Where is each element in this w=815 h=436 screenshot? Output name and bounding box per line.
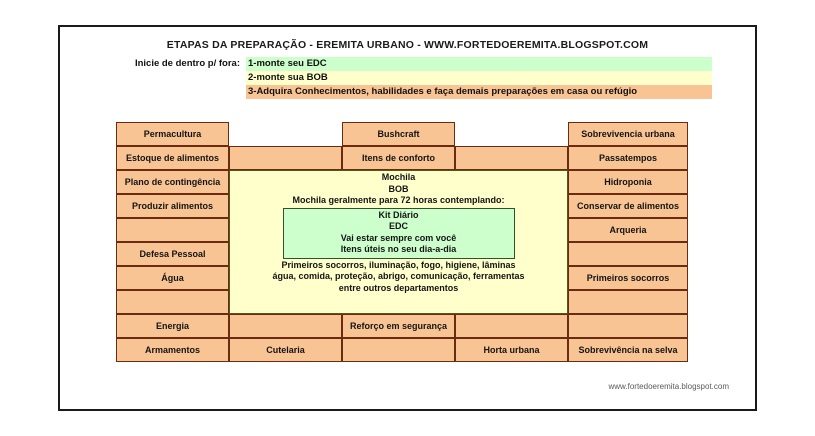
grid-cell-empty-r5c1 (116, 218, 229, 242)
diagram-frame: ETAPAS DA PREPARAÇÃO - EREMITA URBANO - … (58, 25, 757, 411)
grid-cell-sobrevivencia-urbana-r1c5[interactable]: Sobrevivencia urbana (568, 122, 688, 146)
grid-cell-estoque-de-alimentos-r2c1[interactable]: Estoque de alimentos (116, 146, 229, 170)
preparation-grid: Permacultura Bushcraft Sobrevivencia urban… (116, 122, 704, 362)
bob-intro-line-2: BOB (388, 183, 409, 194)
grid-cell-energia-r9c1[interactable]: Energia (116, 314, 229, 338)
grid-cell-empty-r1c4 (455, 122, 568, 146)
footer-url: www.fortedoeremita.blogspot.com (608, 382, 730, 391)
legend-row-3: 3-Adquira Conhecimentos, habilidades e f… (246, 85, 712, 99)
grid-cell-primeiros-socorros-r7c5[interactable]: Primeiros socorros (568, 266, 688, 290)
grid-cell-armamentos-r10c1[interactable]: Armamentos (116, 338, 229, 362)
grid-cell-empty-r9c2 (229, 314, 342, 338)
grid-cell-produzir-alimentos-r4c1[interactable]: Produzir alimentos (116, 194, 229, 218)
bob-detail-line-2: água, comida, proteção, abrigo, comunica… (272, 271, 525, 281)
bob-intro-line-1: Mochila (381, 172, 416, 182)
grid-cell-reforco-em-seguranca-r9c3[interactable]: Reforço em segurança (342, 314, 455, 338)
grid-cell-horta-urbana-r10c4[interactable]: Horta urbana (455, 338, 568, 362)
legend-label: Inicie de dentro p/ fora: (134, 58, 240, 69)
grid-cell-itens-de-conforto-r2c3[interactable]: Itens de conforto (342, 146, 455, 170)
bob-detail-lines: Primeiros socorros, iluminação, fogo, hi… (272, 260, 524, 295)
grid-cell-agua-r7c1[interactable]: Água (116, 266, 229, 290)
edc-line-1: Kit Diário (378, 209, 419, 220)
grid-cell-plano-de-contingencia-r3c1[interactable]: Plano de contingência (116, 170, 229, 194)
grid-cell-empty-r8c1 (116, 290, 229, 314)
bob-detail-line-1: Primeiros socorros, iluminação, fogo, hi… (281, 259, 516, 270)
grid-cell-empty-r6c5 (568, 242, 688, 266)
grid-cell-cutelaria-r10c2[interactable]: Cutelaria (229, 338, 342, 362)
grid-cell-passatempos-r2c5[interactable]: Passatempos (568, 146, 688, 170)
edc-line-4: Itens úteis no seu dia-a-dia (340, 244, 457, 254)
grid-cell-bushcraft-r1c3[interactable]: Bushcraft (342, 122, 455, 146)
grid-cell-arqueria-r5c5[interactable]: Arqueria (568, 218, 688, 242)
grid-cell-empty-r2c2 (229, 146, 342, 170)
grid-cell-empty-r9c5 (568, 314, 688, 338)
grid-cell-defesa-pessoal-r6c1[interactable]: Defesa Pessoal (116, 242, 229, 266)
grid-cell-empty-r10c3 (342, 338, 455, 362)
page-title: ETAPAS DA PREPARAÇÃO - EREMITA URBANO - … (166, 39, 649, 51)
legend-row-2: 2-monte sua BOB (246, 71, 712, 85)
edc-line-3: Vai estar sempre com você (340, 232, 457, 243)
grid-cell-empty-r1c2 (229, 122, 342, 146)
grid-cell-empty-r8c5 (568, 290, 688, 314)
grid-cell-sobrevivencia-na-selva-r10c5[interactable]: Sobrevivência na selva (568, 338, 688, 362)
legend-row-1: 1-monte seu EDC (246, 57, 712, 71)
legend: Inicie de dentro p/ fora: 1-monte seu ED… (122, 57, 712, 99)
grid-cell-permacultura-r1c1[interactable]: Permacultura (116, 122, 229, 146)
grid-cell-conservar-de-alimentos-r4c5[interactable]: Conservar de alimentos (568, 194, 688, 218)
grid-cell-empty-r2c4 (455, 146, 568, 170)
grid-cell-empty-r9c4 (455, 314, 568, 338)
edc-line-2: EDC (388, 221, 408, 231)
grid-cell-hidroponia-r3c5[interactable]: Hidroponia (568, 170, 688, 194)
bob-intro-line-3: Mochila geralmente para 72 horas contemp… (292, 195, 505, 205)
bob-detail-line-3: entre outros departamentos (338, 282, 459, 293)
